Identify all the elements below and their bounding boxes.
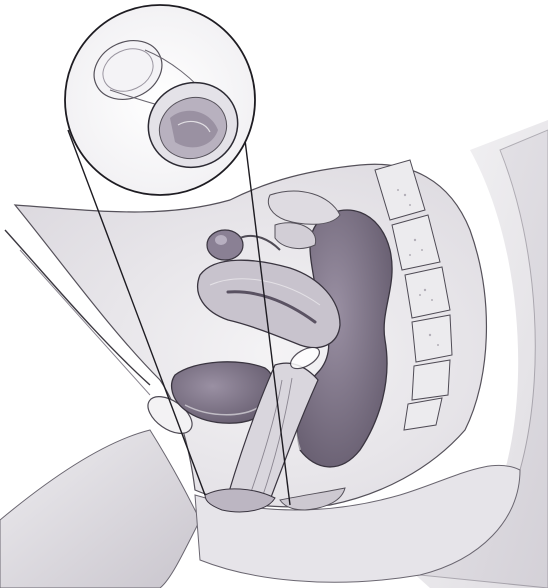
thigh — [0, 430, 200, 588]
ovary-highlight — [215, 235, 227, 245]
ovary — [207, 230, 243, 260]
